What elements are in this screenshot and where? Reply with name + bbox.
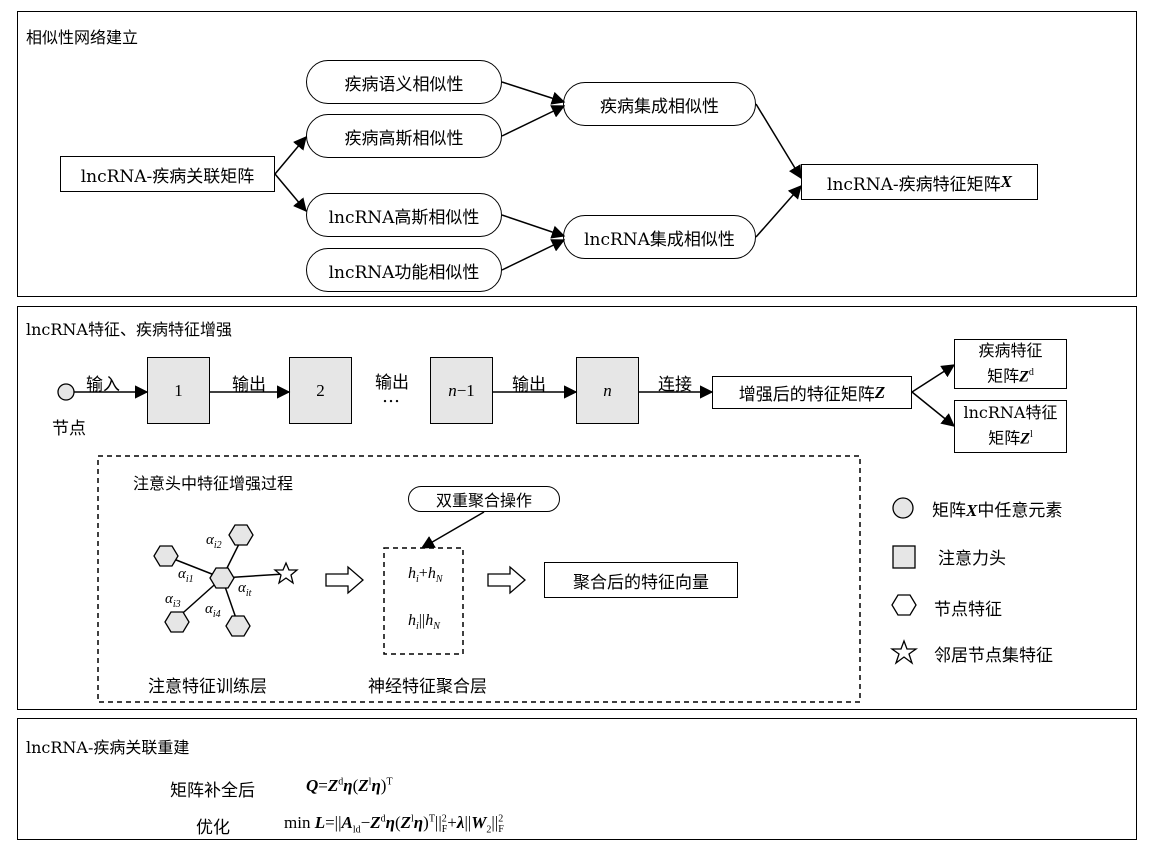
- output-label-1: 输出: [232, 375, 266, 395]
- connect-label: 连接: [658, 375, 692, 395]
- disease-feature-sup: d: [1028, 366, 1034, 378]
- hollow-arrow-1-icon: [325, 565, 364, 595]
- output-label-3: 输出: [512, 375, 546, 395]
- disease-feature-line1: 疾病特征: [978, 340, 1043, 360]
- completion-formula: Q=Zdη(Zlη)T: [306, 776, 393, 795]
- attention-head-n: n: [576, 357, 639, 424]
- inner-process-dashed-box: [97, 455, 861, 703]
- input-label: 输入: [86, 375, 120, 395]
- arrow-lgauss-to-lnc-int: [501, 214, 566, 239]
- arrow-dual-agg-to-box: [420, 511, 485, 549]
- node-circle-icon: [57, 383, 75, 401]
- neural-aggregation-layer-label: 神经特征聚合层: [368, 677, 487, 697]
- alpha-it-label: αit: [238, 580, 252, 599]
- aggregated-vector-node: 聚合后的特征向量: [544, 562, 738, 598]
- legend-circle-label: 矩阵X中任意元素: [932, 496, 1062, 521]
- square-icon: [892, 545, 916, 569]
- disease-feature-line2-text: 矩阵: [987, 366, 1020, 386]
- arrow-enhanced-to-lnc-feat: [911, 391, 956, 427]
- alpha-i3-label: αi3: [165, 591, 181, 610]
- disease-feature-var: Z: [1019, 368, 1029, 386]
- disease-gaussian-similarity-node: 疾病高斯相似性: [306, 114, 502, 158]
- legend-star-label: 邻居节点集特征: [934, 646, 1053, 666]
- legend-circle-var: X: [966, 501, 978, 520]
- ellipsis-label: …: [382, 386, 400, 407]
- panel-feature-enhancement: [17, 306, 1137, 710]
- lncrna-feature-matrix-node: lncRNA特征 矩阵Zl: [954, 400, 1067, 453]
- hexagon-node2-icon: [228, 524, 254, 546]
- arrow-disease-int-to-x: [755, 103, 802, 180]
- circle-icon: [892, 497, 914, 519]
- alpha-i2-label: αi2: [206, 532, 222, 551]
- star-neighbor-icon: [273, 561, 299, 585]
- attention-training-layer-label: 注意特征训练层: [148, 677, 267, 697]
- hollow-arrow-2-icon: [487, 565, 526, 595]
- association-matrix-node: lncRNA-疾病关联矩阵: [60, 156, 275, 192]
- enhanced-matrix-variable: Z: [874, 382, 886, 402]
- lncrna-functional-similarity-node: lncRNA功能相似性: [306, 248, 502, 292]
- legend-circle-text-post: 中任意元素: [977, 501, 1063, 521]
- completion-row-label: 矩阵补全后: [170, 781, 255, 801]
- arrow-lnc-int-to-x: [755, 184, 802, 238]
- hexagon-icon: [891, 594, 917, 616]
- lnc-feature-sup: l: [1030, 429, 1033, 441]
- disease-feature-matrix-node: 疾病特征 矩阵Zd: [954, 339, 1067, 389]
- head-n1-var: n: [448, 380, 457, 400]
- feature-matrix-label: lncRNA-疾病特征矩阵: [827, 174, 1001, 195]
- lnc-feature-line2: 矩阵Zl: [988, 424, 1033, 450]
- formula-concat: hi||hN: [408, 612, 440, 633]
- attention-head-n-minus-1: n−1: [430, 357, 493, 424]
- formula-sum: hi+hN: [408, 565, 443, 586]
- aggregation-dashed-box: [383, 547, 464, 655]
- disease-integrated-similarity-node: 疾病集成相似性: [563, 82, 756, 126]
- optimization-formula: min L=||Ald−Zdη(Zlη)T||2F+λ||W2||2F: [284, 813, 504, 836]
- dual-aggregation-node: 双重聚合操作: [408, 486, 560, 512]
- alpha-i1-label: αi1: [178, 566, 194, 585]
- arrow-semantic-to-disease-int: [501, 81, 566, 105]
- star-icon: [889, 639, 919, 665]
- panel-similarity-network: [17, 11, 1137, 297]
- head-n1-rest: −1: [456, 380, 475, 400]
- panel1-title: 相似性网络建立: [26, 28, 139, 47]
- lncrna-integrated-similarity-node: lncRNA集成相似性: [563, 215, 756, 259]
- lnc-feature-line2-text: 矩阵: [988, 428, 1021, 448]
- panel-association-reconstruction: [17, 718, 1137, 840]
- arrow-matrix-to-disease-gauss: [274, 135, 307, 175]
- hexagon-center-icon: [209, 567, 235, 589]
- hexagon-node3-icon: [164, 611, 190, 633]
- lnc-feature-line1: lncRNA特征: [963, 403, 1058, 423]
- hexagon-node4-icon: [225, 615, 251, 637]
- arrow-matrix-to-lnc-gauss: [274, 173, 307, 213]
- inner-process-title: 注意头中特征增强过程: [133, 474, 294, 493]
- legend-square-label: 注意力头: [938, 549, 1006, 569]
- disease-semantic-similarity-node: 疾病语义相似性: [306, 60, 502, 104]
- arrow-enhanced-to-disease-feat: [911, 364, 956, 393]
- legend-hexagon-label: 节点特征: [934, 600, 1002, 620]
- arrow-dgauss-to-disease-int: [501, 105, 566, 137]
- arrow-lfunc-to-lnc-int: [501, 239, 566, 271]
- node-label: 节点: [52, 419, 86, 439]
- hexagon-node1-icon: [153, 545, 179, 567]
- lncrna-gaussian-similarity-node: lncRNA高斯相似性: [306, 193, 502, 237]
- panel2-title: lncRNA特征、疾病特征增强: [26, 320, 232, 339]
- attention-head-2: 2: [289, 357, 352, 424]
- feature-matrix-variable: X: [1000, 172, 1012, 191]
- legend-circle-text-pre: 矩阵: [932, 501, 966, 521]
- output-label-2: 输出: [375, 373, 409, 393]
- alpha-i4-label: αi4: [205, 601, 221, 620]
- enhanced-matrix-label: 增强后的特征矩阵: [738, 385, 875, 405]
- optimization-row-label: 优化: [196, 818, 230, 838]
- lnc-feature-var: Z: [1020, 430, 1030, 448]
- disease-feature-line2: 矩阵Zd: [987, 362, 1034, 388]
- panel3-title: lncRNA-疾病关联重建: [26, 738, 190, 757]
